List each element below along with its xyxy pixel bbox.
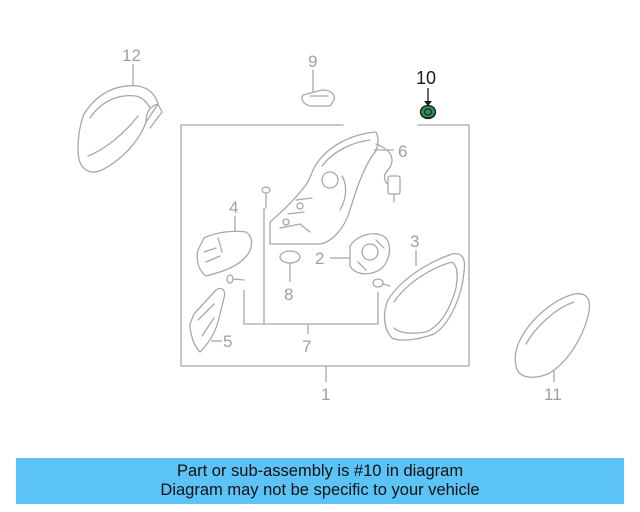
part-4-cover[interactable] — [196, 216, 253, 277]
callout-7: 7 — [302, 337, 311, 356]
part-2-actuator[interactable] — [330, 233, 391, 275]
part-8-grommet[interactable] — [279, 250, 301, 282]
callout-2: 2 — [315, 249, 324, 268]
callout-11: 11 — [544, 385, 562, 404]
callout-5: 5 — [223, 332, 232, 351]
banner-line-1: Part or sub-assembly is #10 in diagram — [176, 462, 464, 480]
callout-6: 6 — [398, 142, 407, 161]
callout-10: 10 — [416, 68, 436, 88]
part-7-screws[interactable] — [226, 208, 391, 334]
part-6-mirror-base[interactable] — [269, 131, 401, 245]
part-10-grommet[interactable] — [419, 88, 437, 120]
callout-1: 1 — [321, 385, 330, 404]
banner-line-2: Diagram may not be specific to your vehi… — [160, 481, 480, 499]
part-5-lower-cover[interactable] — [189, 287, 226, 353]
assembly-frame — [180, 124, 470, 367]
part-3-mirror-glass[interactable] — [383, 250, 466, 341]
info-banner: Part or sub-assembly is #10 in diagram D… — [16, 458, 624, 504]
part-12-mirror-cover[interactable] — [77, 64, 163, 173]
part-9-clip[interactable] — [301, 70, 336, 107]
callout-9: 9 — [308, 52, 317, 71]
callout-4: 4 — [229, 198, 238, 217]
callout-3: 3 — [410, 232, 419, 251]
callout-8: 8 — [284, 285, 293, 304]
part-11-mirror-glass[interactable] — [514, 293, 591, 382]
screw-upper — [261, 186, 271, 209]
callout-12: 12 — [122, 46, 141, 65]
